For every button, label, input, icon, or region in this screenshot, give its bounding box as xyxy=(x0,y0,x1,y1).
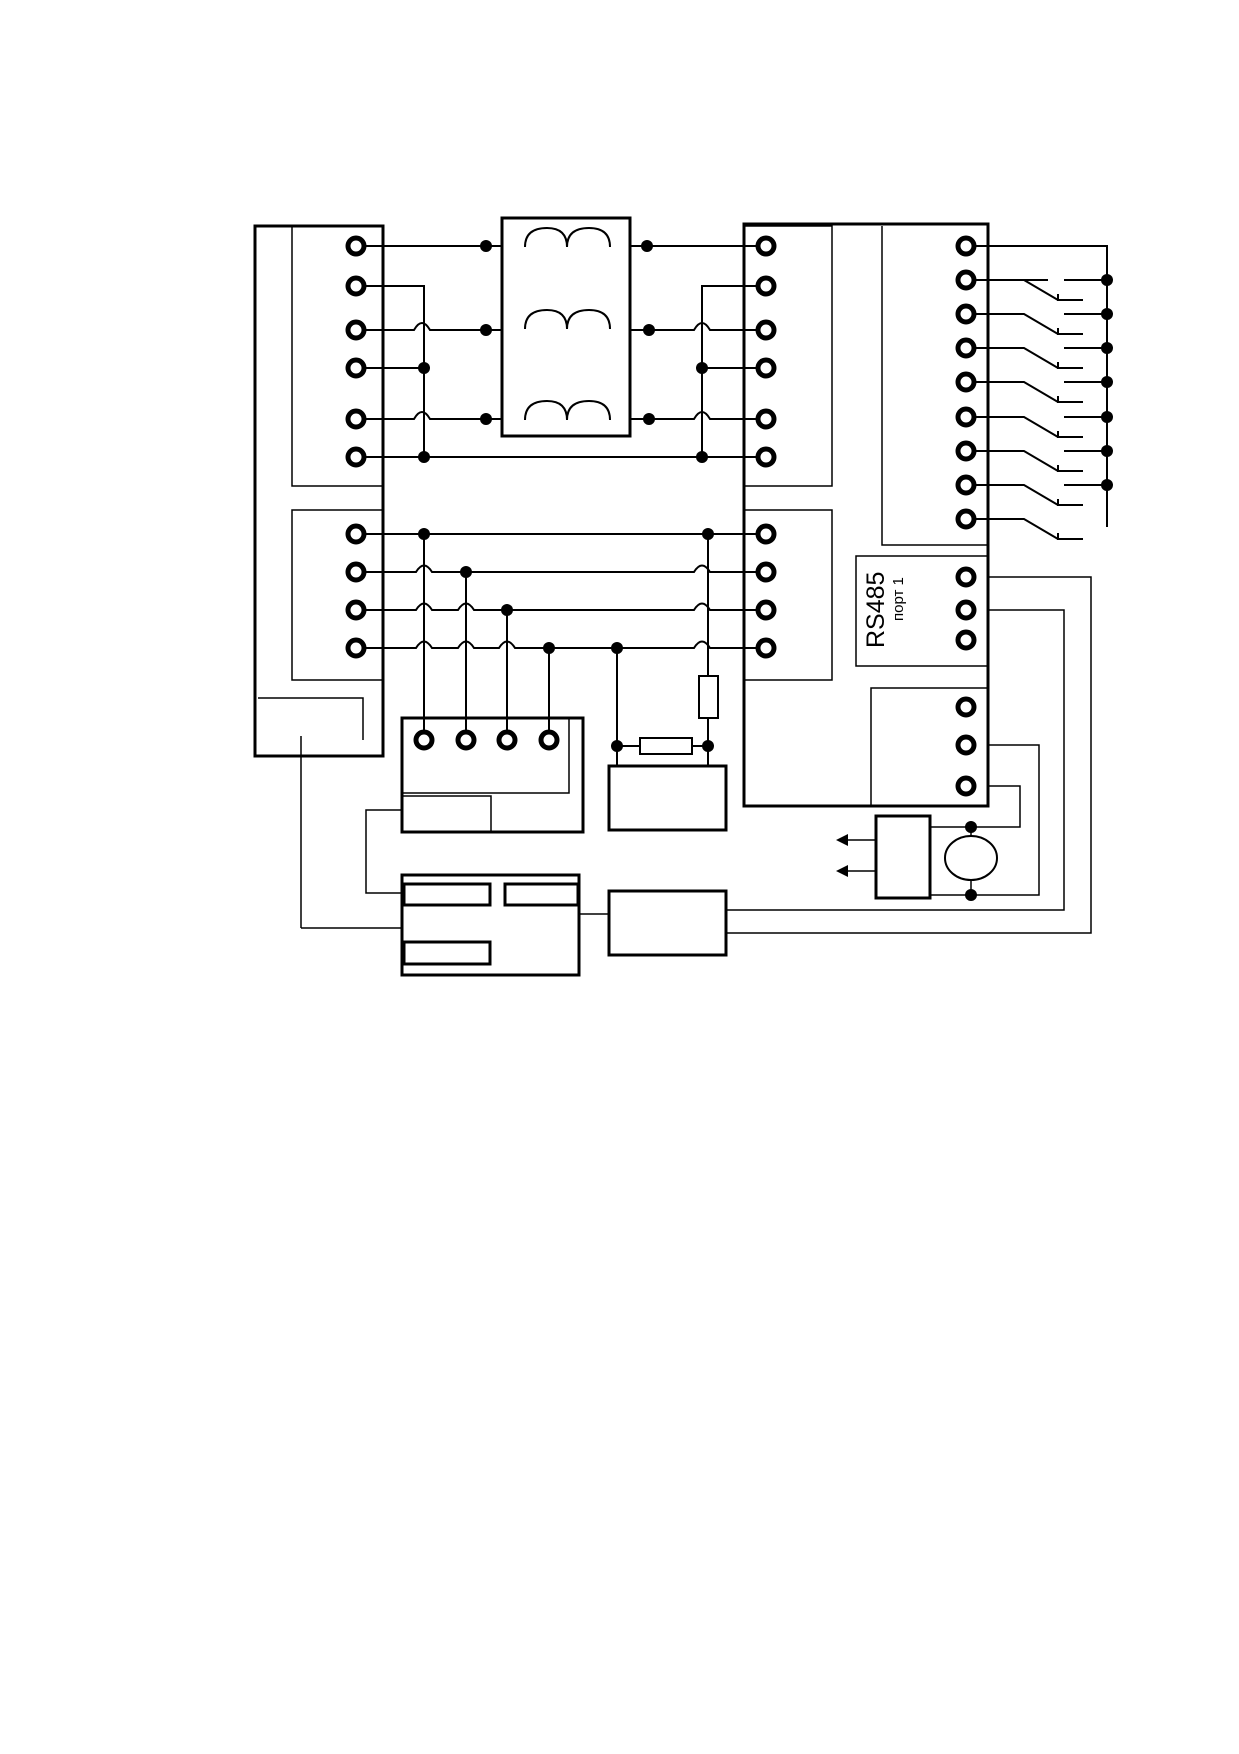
transformer-coil-1 xyxy=(524,226,611,248)
left-terminal xyxy=(345,235,367,257)
transformer-coil-3 xyxy=(524,399,611,421)
left-terminal xyxy=(345,446,367,468)
relay-terminal xyxy=(955,303,977,325)
main-device-block xyxy=(742,222,990,808)
relay-terminal xyxy=(955,337,977,359)
transformer-block xyxy=(500,216,632,438)
transformer-coil-2 xyxy=(524,308,611,330)
meter-terminal xyxy=(496,729,518,751)
left-terminal xyxy=(345,408,367,430)
left-terminal xyxy=(345,523,367,545)
relay-terminal xyxy=(955,474,977,496)
terminals xyxy=(345,235,977,797)
left-terminal xyxy=(345,599,367,621)
vertical-resistor xyxy=(698,675,719,719)
left-terminal xyxy=(345,275,367,297)
relay-terminal xyxy=(955,371,977,393)
resistor-block xyxy=(607,764,728,832)
meter-terminal xyxy=(538,729,560,751)
rs485-terminal xyxy=(955,566,977,588)
left-terminal xyxy=(345,319,367,341)
meter-terminal xyxy=(455,729,477,751)
left-terminal xyxy=(345,357,367,379)
relay-terminal xyxy=(955,269,977,291)
lamp-element xyxy=(944,835,998,881)
left-terminal-block xyxy=(253,224,402,929)
aux-terminal xyxy=(955,696,977,718)
controller-block xyxy=(365,809,581,977)
meter-terminal xyxy=(413,729,435,751)
port-label: порт 1 xyxy=(890,577,907,621)
relay-terminal xyxy=(955,406,977,428)
left-terminal xyxy=(345,561,367,583)
relay-terminal xyxy=(955,235,977,257)
device-input-terminal xyxy=(755,235,777,257)
rs485-terminal xyxy=(955,629,977,651)
relay-terminal xyxy=(955,508,977,530)
device-input-terminal xyxy=(755,446,777,468)
device-input-terminal xyxy=(755,357,777,379)
device-input-terminal xyxy=(755,275,777,297)
device-input-terminal xyxy=(755,319,777,341)
rs485-port-box xyxy=(855,555,989,667)
aux-terminal xyxy=(955,775,977,797)
left-terminal xyxy=(345,637,367,659)
meter-block xyxy=(400,716,585,834)
device-input-terminal xyxy=(755,599,777,621)
output-relay-block xyxy=(874,814,932,900)
device-input-terminal xyxy=(755,523,777,545)
relay-terminal xyxy=(955,440,977,462)
device-input-terminal xyxy=(755,637,777,659)
converter-block xyxy=(607,889,728,957)
device-input-terminal xyxy=(755,408,777,430)
wiring xyxy=(356,245,1108,934)
junction-dots xyxy=(418,240,1113,901)
rs485-terminal xyxy=(955,599,977,621)
rs485-label: RS485 xyxy=(862,572,890,648)
aux-terminal xyxy=(955,734,977,756)
horizontal-resistor xyxy=(639,737,693,755)
device-input-terminal xyxy=(755,561,777,583)
